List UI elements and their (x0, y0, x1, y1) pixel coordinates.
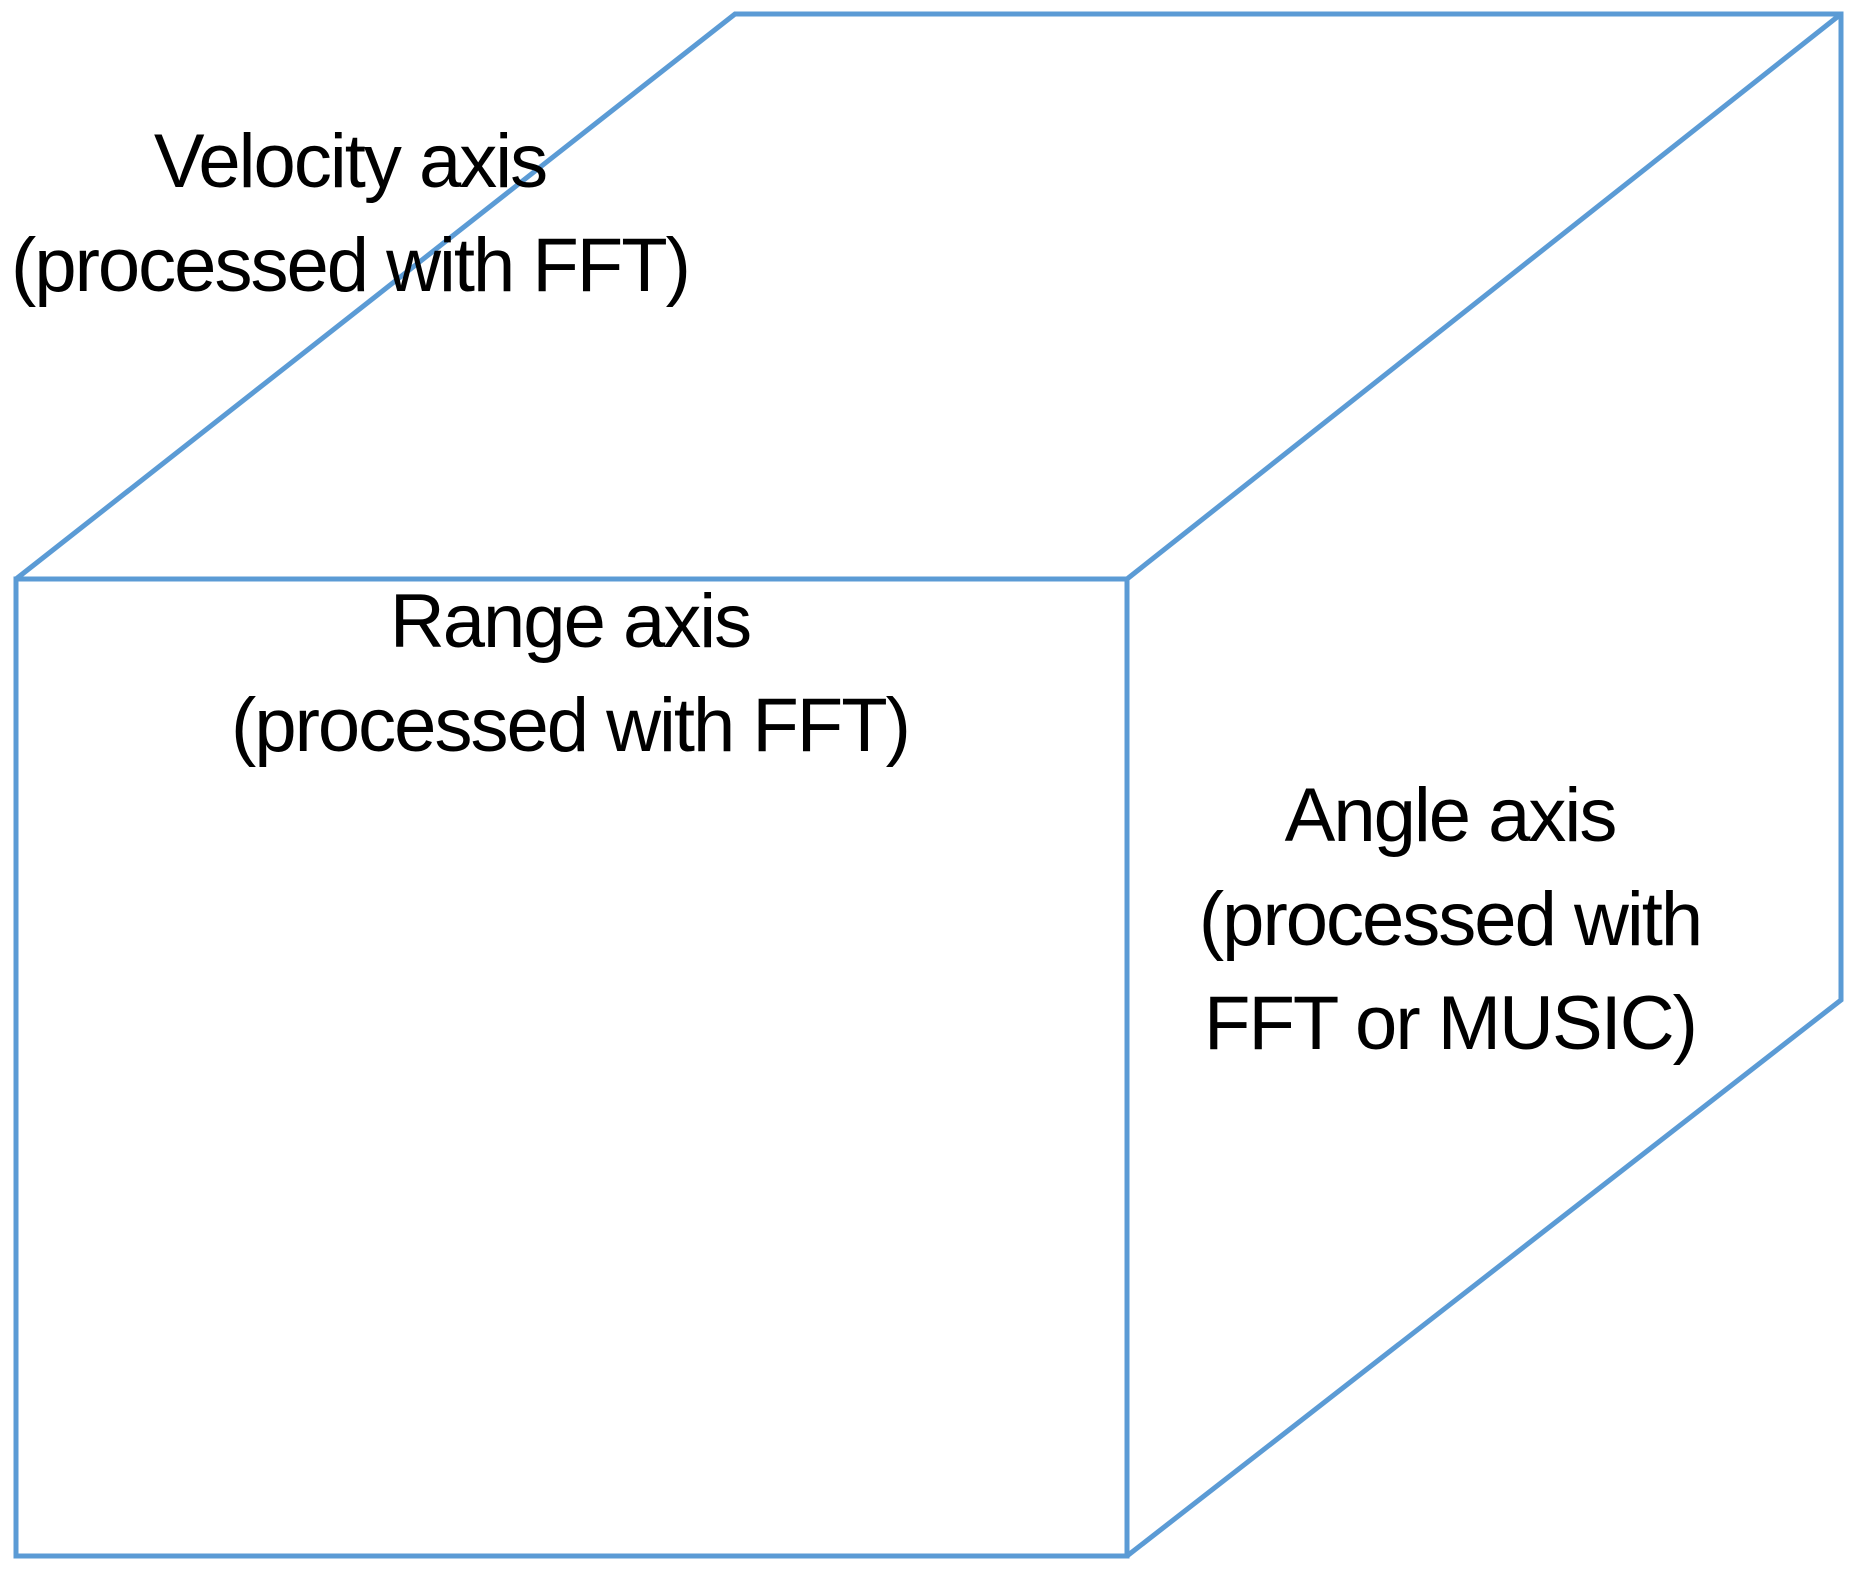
range-axis-processing: (processed with FFT) (231, 683, 911, 768)
angle-axis-processing-1: (processed with (1198, 877, 1703, 962)
angle-axis-processing-2: FFT or MUSIC) (1204, 981, 1698, 1066)
velocity-axis-processing: (processed with FFT) (11, 223, 691, 308)
velocity-axis-title: Velocity axis (153, 119, 548, 204)
range-axis-title: Range axis (389, 579, 752, 664)
cube-top-right-depth-edge (1125, 12, 1843, 581)
angle-axis-title: Angle axis (1284, 773, 1618, 858)
label-velocity-axis: Velocity axis (processed with FFT) (0, 110, 700, 318)
label-range-axis: Range axis (processed with FFT) (190, 570, 950, 778)
label-angle-axis: Angle axis (processed with FFT or MUSIC) (1130, 764, 1770, 1076)
